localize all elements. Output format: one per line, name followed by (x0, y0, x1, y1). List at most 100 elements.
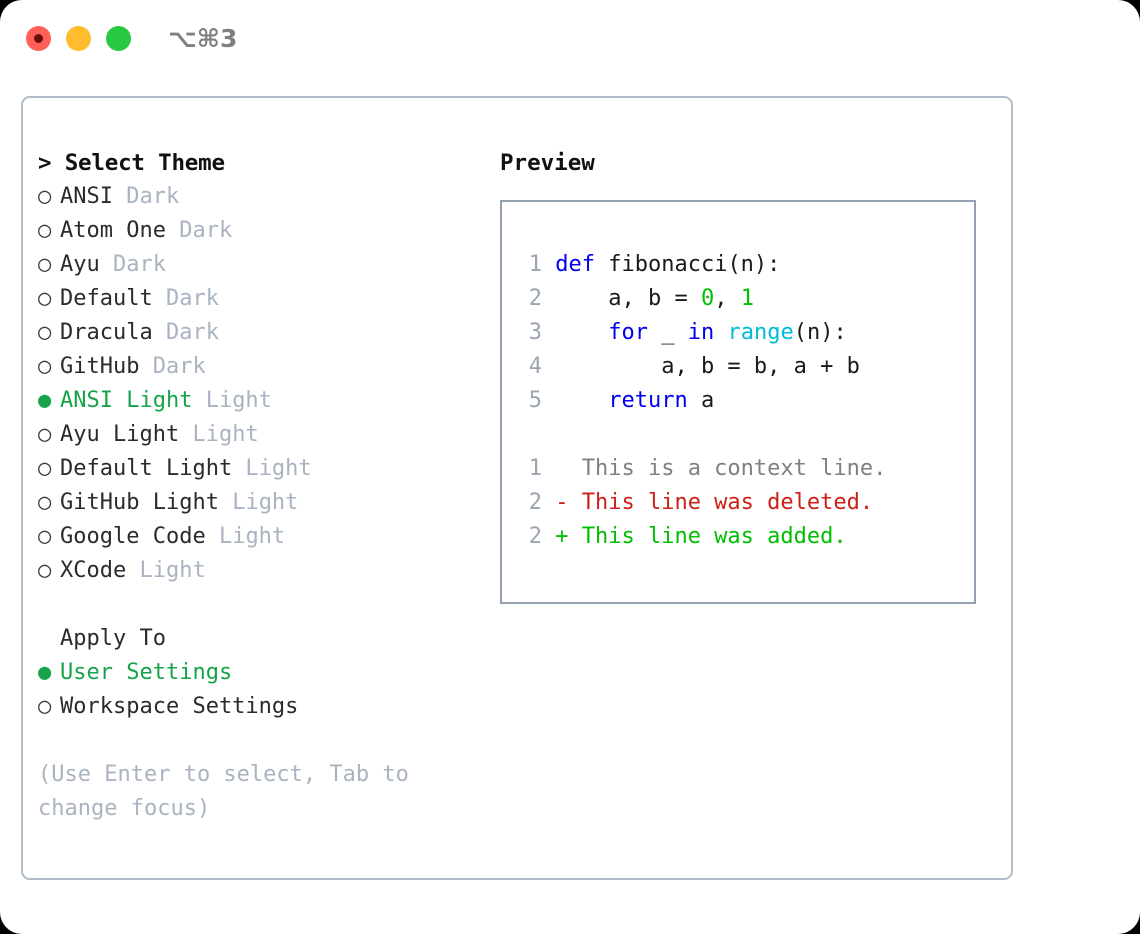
line-number: 2 (528, 286, 542, 311)
theme-list-item[interactable]: ○Atom One Dark (38, 214, 478, 248)
theme-kind-label: Light (205, 524, 286, 549)
code-token-txt: fibonacci(n): (608, 252, 781, 277)
theme-kind-label: Light (232, 456, 312, 481)
code-line: 5 return a (516, 384, 968, 418)
diff-line: 2 + This line was added. (516, 520, 968, 554)
theme-kind-label: Dark (152, 286, 219, 311)
theme-kind-label: Dark (139, 354, 206, 379)
code-token-txt: a, b = b, a + b (555, 354, 860, 379)
code-token-kw: in (687, 320, 715, 345)
radio-unselected-icon: ○ (38, 422, 52, 447)
minimize-button[interactable] (66, 26, 91, 51)
radio-unselected-icon: ○ (38, 490, 52, 515)
radio-unselected-icon: ○ (38, 558, 52, 583)
code-token-txt: a (687, 388, 715, 413)
apply-to-list: ● User Settings ○ Workspace Settings (38, 656, 478, 724)
diff-line-text: This is a context line. (542, 456, 887, 481)
theme-name: Dracula (60, 320, 153, 345)
theme-list-item[interactable]: ○ Dracula Dark (38, 316, 478, 350)
preview-panel: Preview 1 def fibonacci(n):2 a, b = 0, 1… (500, 146, 1000, 604)
code-token-fn: range (727, 320, 794, 345)
code-token-kw: for (608, 320, 648, 345)
radio-unselected-icon: ○ (38, 354, 52, 379)
theme-kind-label: Light (179, 422, 259, 447)
select-theme-header: > Select Theme (38, 150, 225, 176)
radio-unselected-icon: ○ (38, 320, 52, 345)
code-token-txt: (n): (793, 320, 847, 345)
code-line: 3 for _ in range(n): (516, 316, 968, 350)
content-panel: > Select Theme ○ANSI Dark○Atom One Dark○… (21, 96, 1013, 880)
code-line: 2 a, b = 0, 1 (516, 282, 968, 316)
theme-list-item[interactable]: ○ GitHub Dark (38, 350, 478, 384)
line-number: 1 (528, 456, 542, 481)
line-number: 2 (528, 524, 542, 549)
theme-list-item[interactable]: ○Default Dark (38, 282, 478, 316)
radio-unselected-icon: ○ (38, 252, 52, 277)
preview-title: Preview (500, 150, 595, 176)
theme-kind-label: Dark (99, 252, 166, 277)
theme-kind-label: Dark (112, 184, 180, 209)
code-token-kw: return (608, 388, 688, 413)
theme-list-item[interactable]: ○ Google Code Light (38, 520, 478, 554)
theme-kind-label: Light (218, 490, 299, 515)
theme-list-item[interactable]: ○ Ayu Dark (38, 248, 478, 282)
theme-list-item[interactable]: ○Default Light Light (38, 452, 478, 486)
theme-name: ANSI (60, 184, 113, 209)
apply-to-option[interactable]: ○ Workspace Settings (38, 690, 478, 724)
code-gutter-space (542, 388, 555, 413)
diff-line-text: - This line was deleted. (542, 490, 874, 515)
radio-unselected-icon: ○ (38, 524, 52, 549)
theme-list-item[interactable]: ○ ANSI Dark (38, 180, 478, 214)
radio-unselected-icon: ○ (38, 218, 52, 243)
code-token-txt (555, 388, 608, 413)
diff-line-text: + This line was added. (542, 524, 847, 549)
theme-name: GitHub Light (60, 490, 219, 515)
theme-name: Google Code (60, 524, 206, 549)
code-line: 1 def fibonacci(n): (516, 248, 968, 282)
radio-selected-icon: ● (38, 660, 52, 685)
line-number: 1 (528, 252, 542, 277)
theme-list: ○ANSI Dark○Atom One Dark○Ayu Dark○Defaul… (38, 180, 478, 588)
theme-name: XCode (60, 558, 127, 583)
theme-list-item[interactable]: ○ GitHub Light Light (38, 486, 478, 520)
code-gutter-space (542, 354, 555, 379)
theme-name: GitHub (60, 354, 140, 379)
apply-to-option-label: User Settings (60, 660, 233, 685)
theme-kind-label: Dark (152, 320, 219, 345)
code-gutter-space (542, 252, 555, 277)
code-gutter-space (542, 286, 555, 311)
code-token-txt: , (714, 286, 741, 311)
diff-line: 2 - This line was deleted. (516, 486, 968, 520)
code-token-kw: def (555, 252, 609, 277)
code-token-txt (555, 320, 608, 345)
radio-unselected-icon: ○ (38, 694, 52, 719)
theme-list-item[interactable]: ○Ayu Light Light (38, 418, 478, 452)
radio-unselected-icon: ○ (38, 456, 52, 481)
apply-to-label: Apply To (60, 626, 166, 651)
code-gutter-space (542, 320, 555, 345)
theme-kind-label: Light (192, 388, 272, 413)
theme-kind-label: Light (126, 558, 206, 583)
apply-to-option-label: Workspace Settings (60, 694, 299, 719)
theme-picker: > Select Theme ○ANSI Dark○Atom One Dark○… (38, 146, 478, 826)
line-number: 4 (528, 354, 542, 379)
theme-name: Atom One (60, 218, 166, 243)
theme-name: Default (60, 286, 153, 311)
radio-unselected-icon: ○ (38, 184, 52, 209)
maximize-button[interactable] (106, 26, 131, 51)
theme-list-item[interactable]: ○ XCode Light (38, 554, 478, 588)
line-number: 5 (528, 388, 542, 413)
shortcut-title: ⌥⌘3 (168, 24, 238, 53)
apply-to-option[interactable]: ● User Settings (38, 656, 478, 690)
code-token-num: 1 (740, 286, 754, 311)
theme-name: ANSI Light (60, 388, 193, 413)
line-number: 3 (528, 320, 542, 345)
code-diff-separator (516, 418, 968, 452)
code-token-txt: a, b = (555, 286, 701, 311)
theme-name: Ayu (60, 252, 100, 277)
theme-list-item[interactable]: ●ANSI Light Light (38, 384, 478, 418)
window-titlebar: ⌥⌘3 (0, 0, 1140, 78)
